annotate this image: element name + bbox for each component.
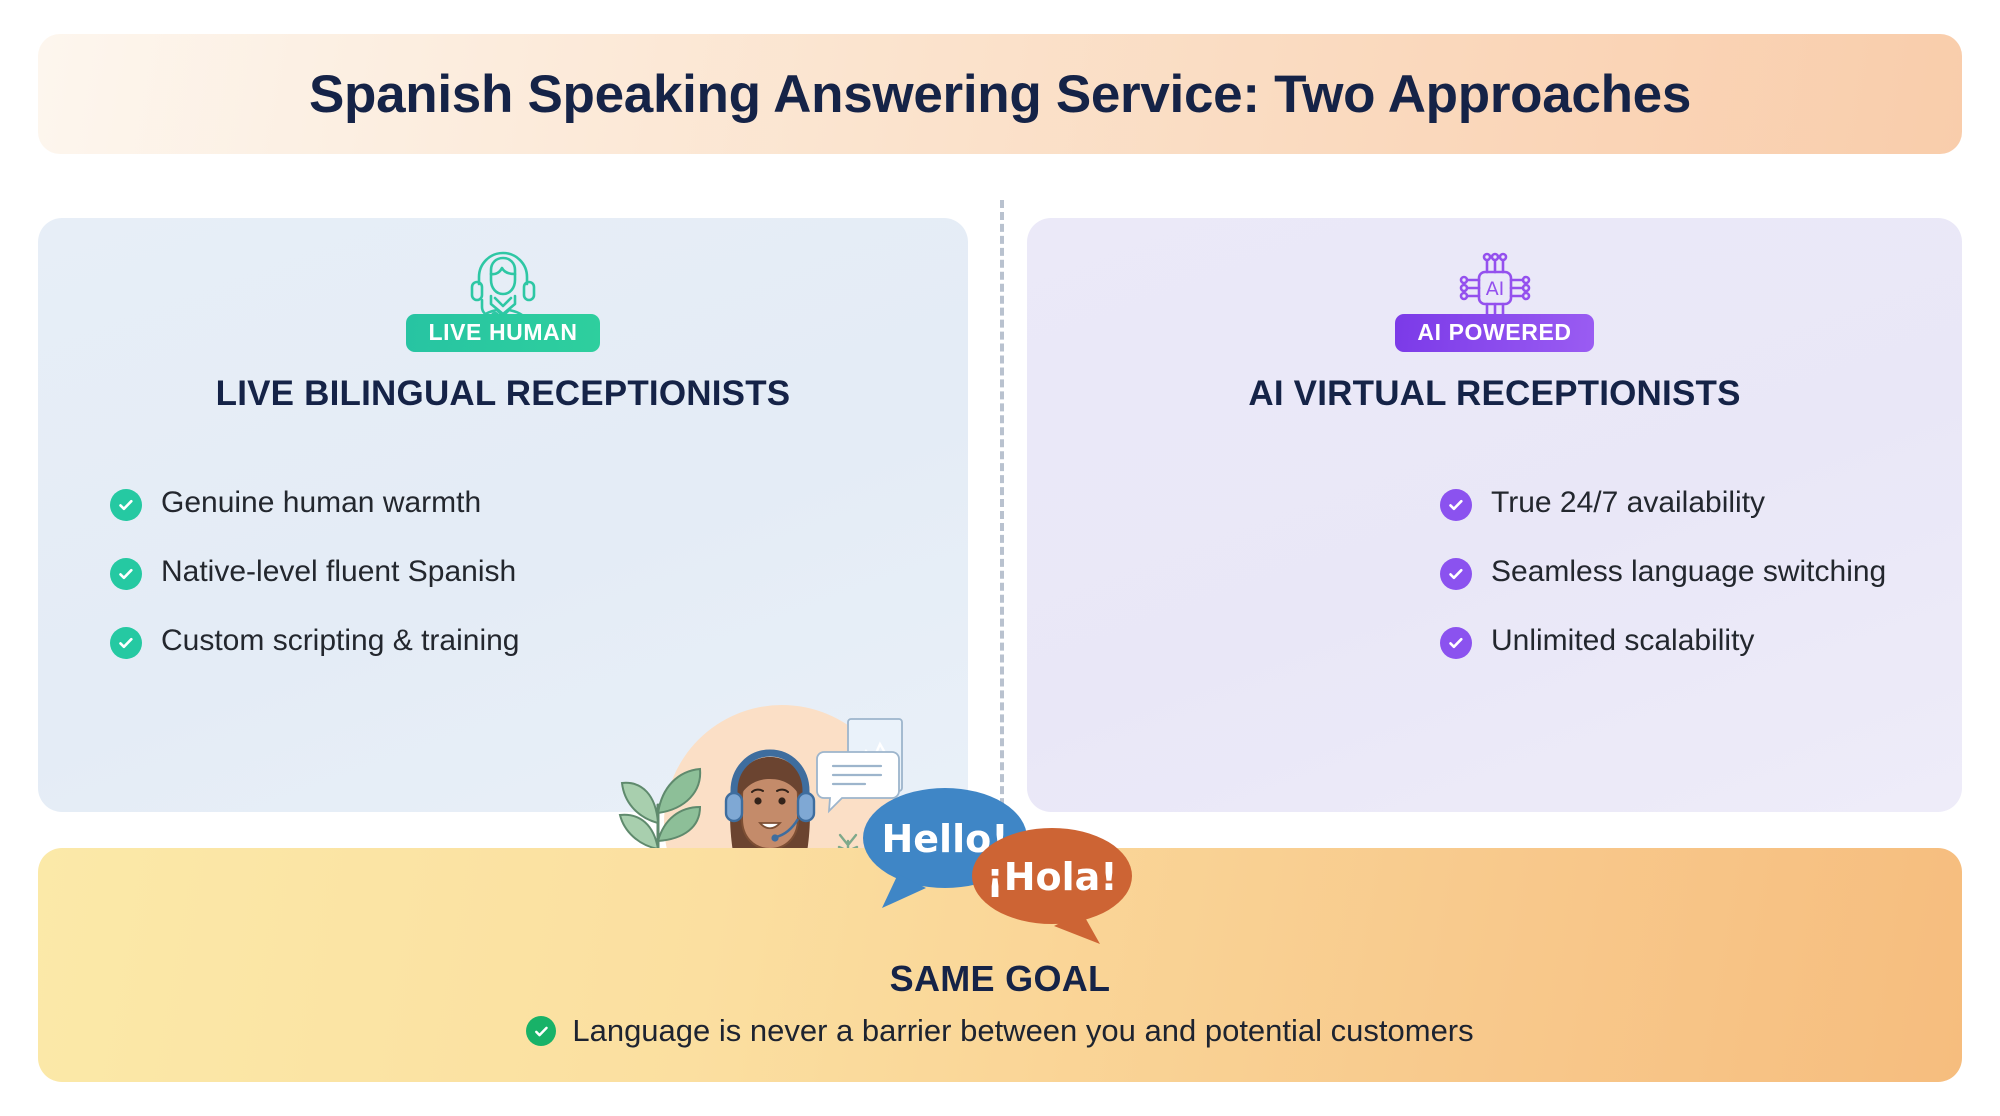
list-item-label: Custom scripting & training xyxy=(161,624,520,657)
left-card-header: LIVE HUMAN LIVE BILINGUAL RECEPTIONISTS xyxy=(38,240,968,414)
list-item: True 24/7 availability xyxy=(1440,486,1890,521)
list-item-label: Unlimited scalability xyxy=(1491,624,1755,657)
same-goal-statement-row: Language is never a barrier between you … xyxy=(38,1013,1962,1049)
live-human-badge: LIVE HUMAN xyxy=(406,314,600,352)
list-item-label: Native-level fluent Spanish xyxy=(161,555,517,588)
check-circle-icon xyxy=(110,558,142,590)
ai-benefits-list: True 24/7 availability Seamless language… xyxy=(1440,486,1890,693)
speech-bubbles-group: Hello! ¡Hola! xyxy=(820,780,1160,945)
page-title: Spanish Speaking Answering Service: Two … xyxy=(309,64,1691,124)
list-item: Seamless language switching xyxy=(1440,555,1890,590)
check-circle-icon xyxy=(110,627,142,659)
live-human-card: LIVE HUMAN LIVE BILINGUAL RECEPTIONISTS … xyxy=(38,218,968,988)
hola-bubble-label: ¡Hola! xyxy=(986,855,1117,899)
check-circle-icon xyxy=(526,1016,557,1046)
list-item: Unlimited scalability xyxy=(1440,624,1890,659)
svg-text:AI: AI xyxy=(1485,278,1504,300)
check-circle-icon xyxy=(1440,627,1472,659)
right-card-heading: AI VIRTUAL RECEPTIONISTS xyxy=(1248,374,1741,413)
live-human-benefits-list: Genuine human warmth Native-level fluent… xyxy=(110,486,560,693)
hola-bubble: ¡Hola! xyxy=(972,828,1132,944)
left-card-heading: LIVE BILINGUAL RECEPTIONISTS xyxy=(215,374,791,413)
right-card-header: AI AI POWERED AI VIRTUAL RECEPTIONISTS xyxy=(1027,240,1962,414)
check-circle-icon xyxy=(110,489,142,521)
list-item-label: Genuine human warmth xyxy=(161,486,482,519)
vertical-divider xyxy=(1000,200,1004,830)
list-item-label: True 24/7 availability xyxy=(1491,486,1766,519)
check-circle-icon xyxy=(1440,489,1472,521)
same-goal-statement: Language is never a barrier between you … xyxy=(572,1013,1474,1048)
header-banner: Spanish Speaking Answering Service: Two … xyxy=(38,34,1962,154)
list-item: Genuine human warmth xyxy=(110,486,560,521)
check-circle-icon xyxy=(1440,558,1472,590)
ai-powered-card: AI AI POWERED AI VIRTUAL RECEPTIONISTS T… xyxy=(1027,218,1962,812)
list-item: Native-level fluent Spanish xyxy=(110,555,560,590)
list-item-label: Seamless language switching xyxy=(1491,555,1887,588)
same-goal-title: SAME GOAL xyxy=(889,958,1111,999)
ai-powered-badge: AI POWERED xyxy=(1395,314,1594,352)
list-item: Custom scripting & training xyxy=(110,624,560,659)
